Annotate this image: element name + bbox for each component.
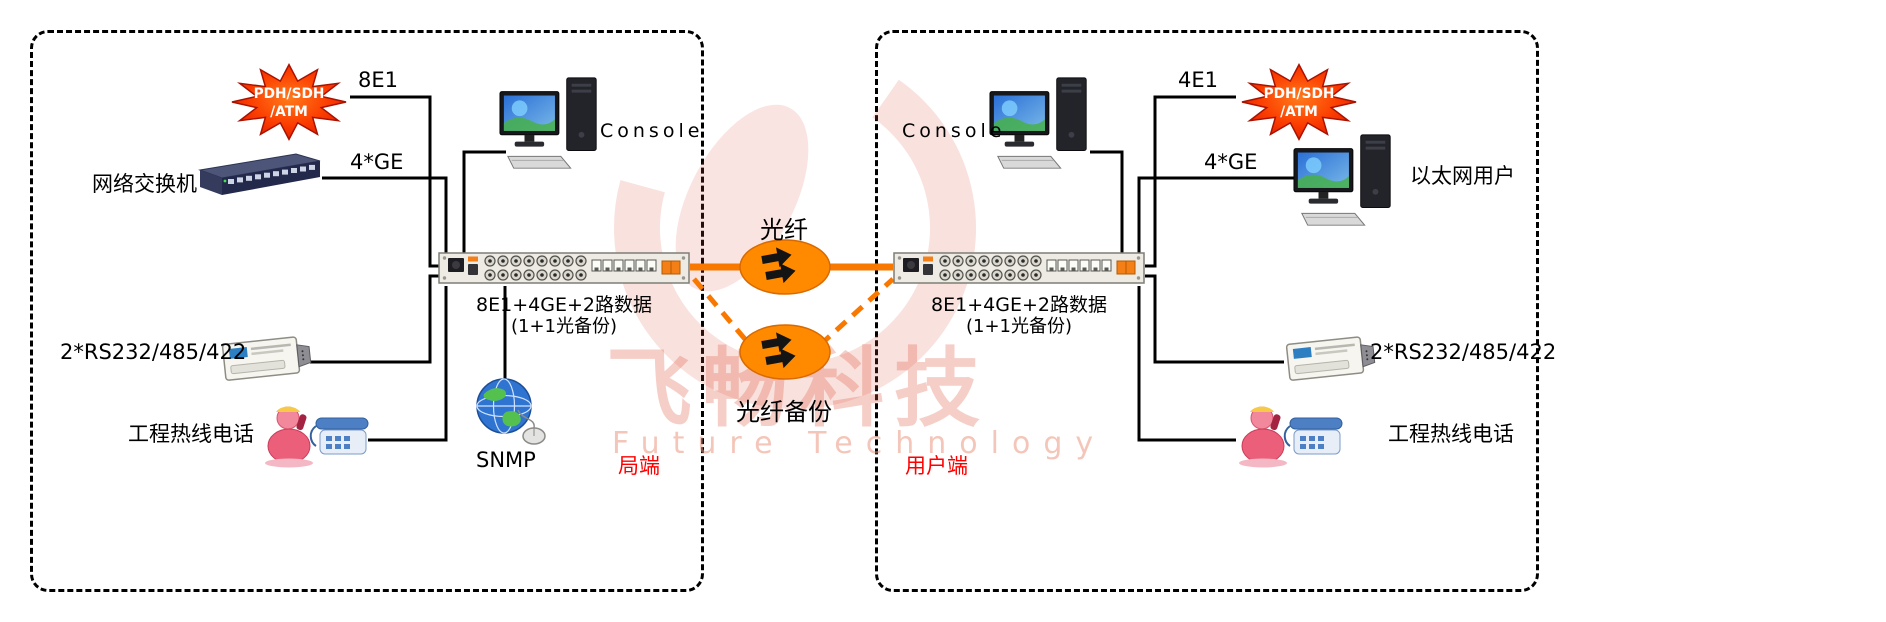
hotline-phone-image-left [264, 405, 369, 469]
mux-device-label-left-line2: (1+1光备份) [510, 316, 618, 337]
rs232-device-image-right [1285, 334, 1377, 382]
fiber-label: 光纤 [760, 216, 808, 244]
hotline-label-right: 工程热线电话 [1388, 422, 1514, 446]
ethernet-user-label: 以太网用户 [1410, 164, 1515, 188]
fiber-backup-ellipse [739, 324, 831, 380]
console-pc-image-left [499, 77, 597, 169]
watermark-text-en: Future Technology [612, 426, 1107, 461]
burst-text-line2: /ATM [270, 104, 308, 120]
hotline-label-left: 工程热线电话 [128, 422, 254, 446]
burst-text-line1: PDH/SDH [1264, 86, 1335, 102]
rs232-label-right: 2*RS232/485/422 [1370, 340, 1557, 364]
mux-device-image-left [438, 250, 690, 286]
fiber-ellipse [739, 239, 831, 295]
link-label-4ge-right: 4*GE [1204, 150, 1258, 174]
user-side-region-box [875, 30, 1539, 592]
link-label-4ge-left: 4*GE [350, 150, 404, 174]
fiber-backup-label: 光纤备份 [736, 398, 832, 426]
region-label-user-side: 用户端 [905, 454, 968, 478]
link-label-8e1: 8E1 [358, 68, 398, 92]
burst-text-line1: PDH/SDH [254, 86, 325, 102]
rs232-label-left: 2*RS232/485/422 [60, 340, 247, 364]
console-label-left: Console [600, 120, 704, 142]
network-switch-image [199, 153, 321, 196]
region-label-central-office: 局端 [618, 454, 660, 478]
mux-device-label-left-line1: 8E1+4GE+2路数据 [476, 294, 652, 316]
mux-device-label-right-line2: (1+1光备份) [965, 316, 1073, 337]
hotline-phone-image-right [1238, 405, 1343, 469]
burst-text-line2: /ATM [1280, 104, 1318, 120]
mux-device-label-right-line1: 8E1+4GE+2路数据 [931, 294, 1107, 316]
snmp-globe-icon [476, 378, 546, 445]
link-label-4e1: 4E1 [1178, 68, 1218, 92]
central-office-region-box [30, 30, 704, 592]
console-label-right: Console [902, 120, 1006, 142]
mux-device-image-right [893, 250, 1145, 286]
pdh-sdh-atm-burst-right: PDH/SDH /ATM [1241, 63, 1357, 141]
switch-label: 网络交换机 [92, 172, 197, 196]
snmp-label: SNMP [476, 448, 536, 472]
ethernet-user-pc-image [1293, 134, 1391, 226]
pdh-sdh-atm-burst-left: PDH/SDH /ATM [231, 63, 347, 141]
